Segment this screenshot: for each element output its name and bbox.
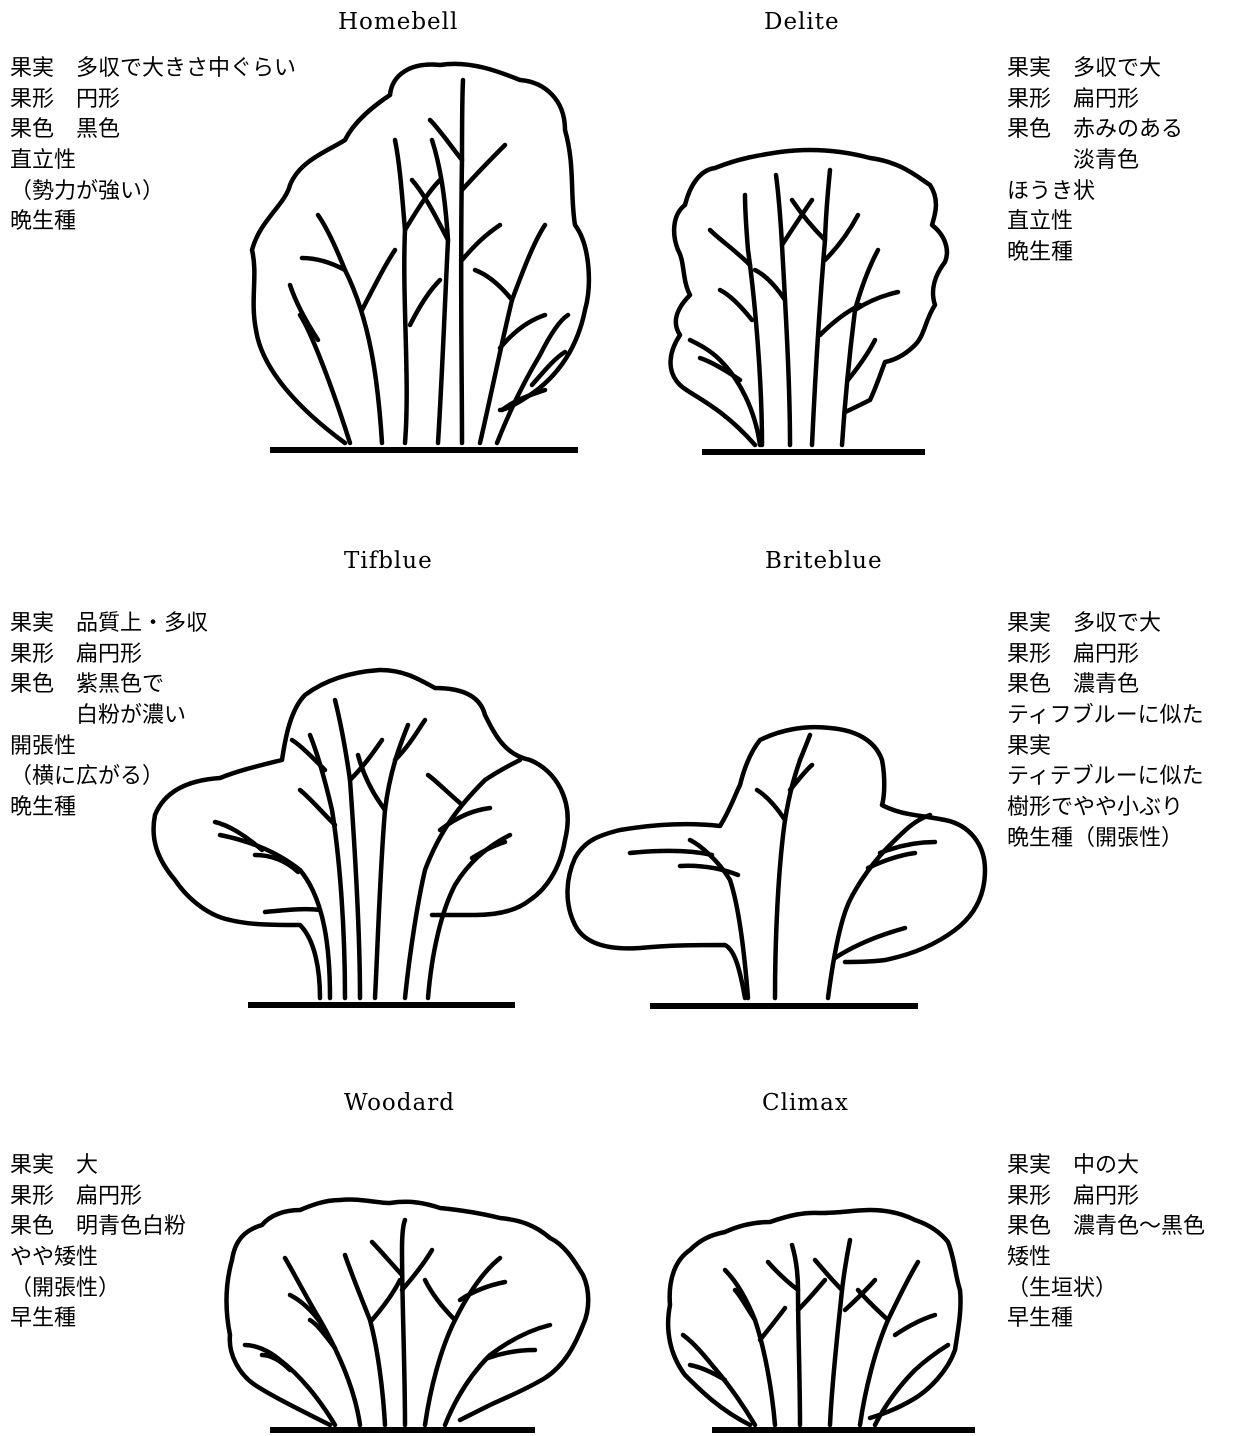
bush-homebell — [252, 64, 589, 450]
bush-briteblue — [568, 727, 986, 1006]
bush-tifblue — [154, 670, 568, 1005]
bush-woodard — [226, 1200, 588, 1430]
bush-climax — [668, 1210, 975, 1430]
bush-delite — [671, 150, 947, 452]
